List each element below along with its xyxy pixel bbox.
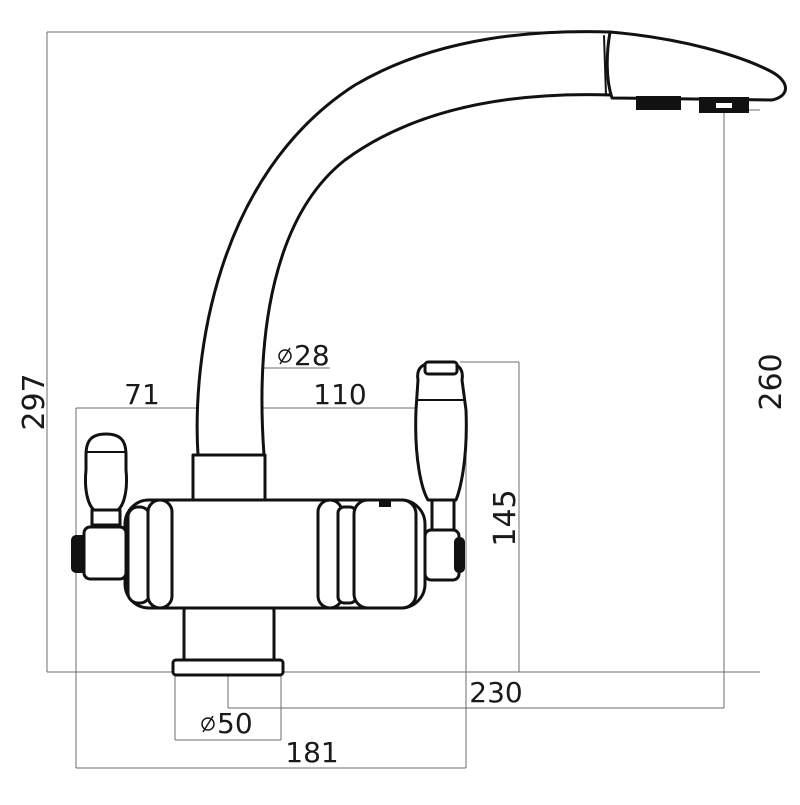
label-spout-height: 260 (754, 353, 789, 410)
right-lever-cap (423, 360, 459, 376)
right-lever (414, 360, 468, 502)
label-base-diameter: 50 (201, 707, 253, 740)
spout-seam (603, 35, 607, 96)
label-spout-diameter: 28 (278, 339, 330, 372)
label-overall-width: 181 (285, 736, 338, 769)
label-lever-height: 145 (488, 489, 523, 546)
right-valve-cap (454, 537, 465, 573)
diameter-icon (278, 349, 292, 363)
tap-drawing (71, 30, 787, 677)
base-plate (171, 658, 285, 677)
svg-text:28: 28 (294, 339, 330, 372)
spout-arm (195, 30, 614, 457)
left-handle-stem (90, 508, 122, 527)
diameter-icon (201, 717, 215, 731)
left-lever (84, 432, 128, 512)
left-valve (82, 525, 128, 581)
dimension-labels: 297 260 145 230 181 71 110 28 50 (17, 339, 789, 769)
svg-text:50: 50 (217, 707, 253, 740)
body-mark (379, 499, 391, 507)
label-spout-reach: 230 (469, 676, 522, 709)
body-cap-right (352, 498, 418, 610)
label-right-offset: 110 (313, 378, 366, 411)
label-overall-height: 297 (17, 373, 52, 430)
body-ring-left-2 (146, 498, 174, 610)
spout-collar (191, 453, 267, 505)
spout-head (605, 30, 787, 102)
label-left-offset: 71 (124, 378, 160, 411)
right-valve (423, 528, 461, 582)
aerator-hole (716, 103, 732, 108)
right-handle-stem (430, 498, 456, 532)
aerator-left (636, 96, 681, 110)
dimension-lines (46, 31, 760, 769)
